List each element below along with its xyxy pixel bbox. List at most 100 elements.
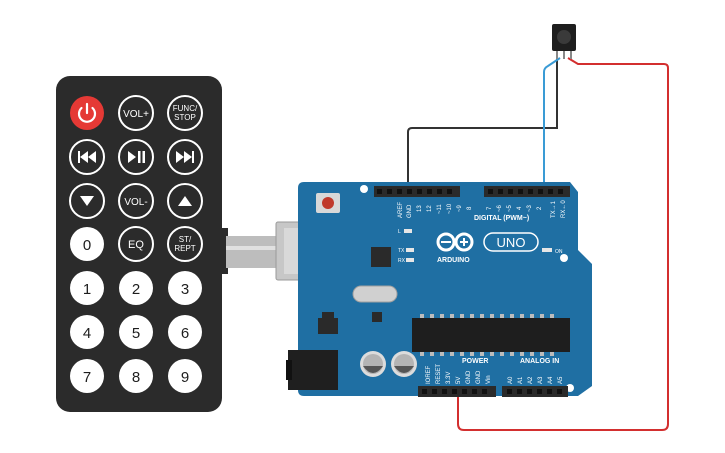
capacitors <box>360 351 417 377</box>
next-icon <box>176 151 194 163</box>
eq-label: EQ <box>128 239 144 251</box>
power-icon <box>77 102 97 123</box>
pin-label: IOREF <box>426 365 432 384</box>
pin-label: 4 <box>517 206 523 210</box>
pin-label: A2 <box>528 376 534 384</box>
pin-label: RESET <box>436 364 442 384</box>
ir-receiver <box>552 24 576 59</box>
led-tx-label: TX <box>398 248 405 254</box>
led-rx <box>406 258 414 262</box>
led-rx-label: RX <box>398 258 406 264</box>
digital-header-right <box>484 186 570 197</box>
digit-3-label: 3 <box>181 281 189 298</box>
analog-pin-labels: A0 A1 A2 A3 A4 A5 <box>508 376 564 384</box>
pin-label: Vin <box>486 375 492 384</box>
pin-label: 5V <box>456 377 462 384</box>
pin-label: GND <box>407 204 413 218</box>
power-label: POWER <box>462 358 488 365</box>
wires <box>407 57 669 431</box>
up-arrow-icon <box>178 196 192 206</box>
digit-0-button[interactable] <box>70 227 104 261</box>
pin-label: GND <box>466 370 472 384</box>
led-on <box>542 248 552 252</box>
digit-1-label: 1 <box>83 281 91 298</box>
crystal <box>352 285 398 303</box>
pin-label: A1 <box>518 376 524 384</box>
digit-5-label: 5 <box>132 325 140 342</box>
func-stop-label-top: FUNC/ <box>173 104 198 113</box>
power-wire <box>457 57 669 431</box>
pin-label: ~6 <box>497 204 503 212</box>
usb-chip <box>371 247 391 267</box>
digit-7-label: 7 <box>83 369 91 386</box>
st-rept-label-bottom: REPT <box>174 244 195 253</box>
digit-4-label: 4 <box>83 325 91 342</box>
digital-label: DIGITAL (PWM~) <box>474 215 529 222</box>
pin-label: RX←0 <box>561 200 567 218</box>
digit-0-label: 0 <box>83 237 91 254</box>
led-l <box>404 229 412 233</box>
model-label: UNO <box>497 235 526 250</box>
pin-label: A0 <box>508 376 514 384</box>
st-rept-button[interactable] <box>167 226 203 262</box>
pin-label: ~5 <box>507 204 513 212</box>
prev-icon <box>78 151 96 163</box>
st-rept-label-top: ST/ <box>179 235 192 244</box>
digit-2-label: 2 <box>132 281 140 298</box>
vol-up-label: VOL+ <box>123 109 149 120</box>
down-arrow-icon <box>80 196 94 206</box>
pin-label: ~10 <box>447 203 453 214</box>
digit-3-button[interactable] <box>168 271 202 305</box>
eq-button[interactable] <box>118 226 154 262</box>
pin-label: 2 <box>537 206 543 210</box>
digit-8-button[interactable] <box>119 359 153 393</box>
led-tx <box>406 248 414 252</box>
digital-pin-labels: AREF GND 13 12 ~11 ~10 ~9 8 7 ~6 ~5 4 ~3… <box>398 200 567 218</box>
vol-down-button[interactable] <box>118 183 154 219</box>
digit-1-button[interactable] <box>70 271 104 305</box>
voltage-regulator <box>318 318 338 334</box>
arduino-logo: ARDUINO UNO <box>436 232 539 264</box>
pin-label: ~9 <box>457 204 463 212</box>
on-label: ON <box>555 249 563 255</box>
digit-2-button[interactable] <box>119 271 153 305</box>
pin-label: TX→1 <box>551 200 557 218</box>
pin-label: AREF <box>398 202 404 218</box>
pin-label: A3 <box>538 376 544 384</box>
digit-8-label: 8 <box>132 369 140 386</box>
arduino-board: AREF GND 13 12 ~11 ~10 ~9 8 7 ~6 ~5 4 ~3… <box>286 182 592 397</box>
vol-up-button[interactable] <box>118 95 154 131</box>
analog-label: ANALOG IN <box>520 358 559 365</box>
pin-label: 13 <box>417 205 423 212</box>
pin-label: 7 <box>487 206 493 210</box>
digit-7-button[interactable] <box>70 359 104 393</box>
signal-wire <box>543 57 561 188</box>
pin-label: ~3 <box>527 204 533 212</box>
analog-header <box>502 386 568 397</box>
digit-9-button[interactable] <box>168 359 202 393</box>
digit-5-button[interactable] <box>119 315 153 349</box>
pin-label: GND <box>476 370 482 384</box>
pin-label: 12 <box>427 205 433 212</box>
digit-9-label: 9 <box>181 369 189 386</box>
ir-remote: VOL+ FUNC/ STOP VOL- 0 <box>56 76 222 412</box>
power-jack <box>288 350 338 390</box>
pin-label: ~11 <box>437 204 443 214</box>
power-pin-labels: IOREF RESET 3.3V 5V GND GND Vin <box>426 364 492 384</box>
pin-label: A4 <box>548 376 554 384</box>
pin-label: 3.3V <box>446 372 452 384</box>
led-l-label: L <box>398 229 401 235</box>
gnd-wire <box>407 58 558 188</box>
vol-down-label: VOL- <box>124 197 147 208</box>
play-pause-icon <box>128 151 145 163</box>
pin-label: 8 <box>467 206 473 210</box>
pin-label: A5 <box>558 376 564 384</box>
digit-4-button[interactable] <box>70 315 104 349</box>
func-stop-button[interactable] <box>167 95 203 131</box>
func-stop-label-bottom: STOP <box>174 113 196 122</box>
digit-6-button[interactable] <box>168 315 202 349</box>
digit-6-label: 6 <box>181 325 189 342</box>
microcontroller-chip <box>412 314 570 356</box>
brand-label: ARDUINO <box>437 257 470 264</box>
